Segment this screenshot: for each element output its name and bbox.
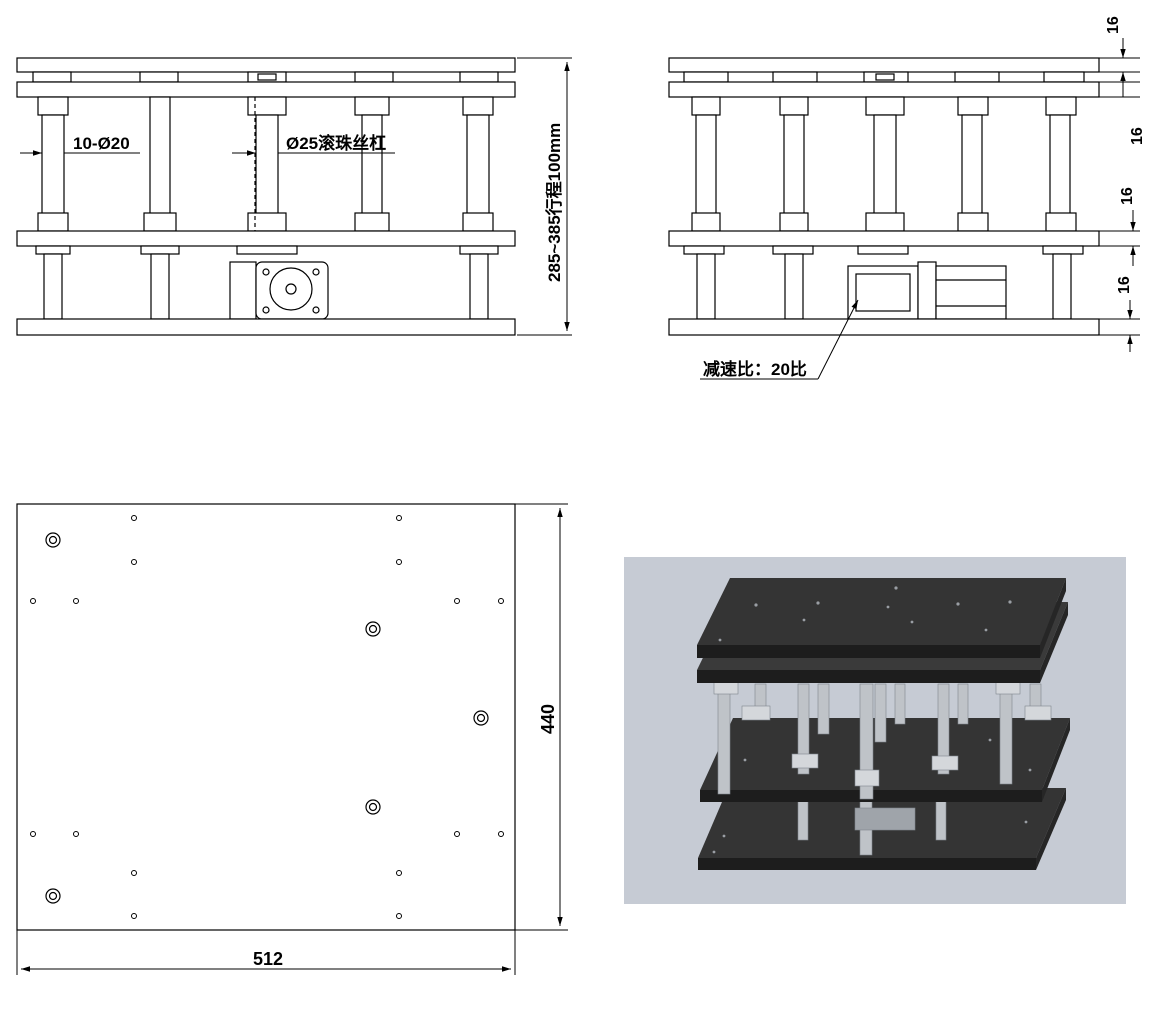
front-spacer-row	[32, 71, 499, 83]
front-gear-motor	[229, 261, 329, 320]
front-lower-bushings	[35, 245, 499, 255]
side-moving-plate	[668, 230, 1100, 247]
front-guide-rods	[41, 96, 490, 216]
front-upper-bushings	[37, 96, 494, 116]
screw-spec-label: Ø25滚珠丝杠	[286, 133, 386, 153]
side-lower-bushings	[683, 245, 1084, 255]
render-top-plate	[697, 578, 1066, 658]
side-guide-rods	[695, 114, 1071, 216]
front-view	[16, 57, 516, 336]
render-lower-rods	[797, 799, 947, 856]
rod-spec-label: 10-Ø20	[73, 134, 130, 153]
dim-moving-plate: 16	[1119, 187, 1136, 205]
top-view-plate	[16, 503, 516, 931]
side-upper-plate	[668, 81, 1100, 98]
front-base-plate	[16, 318, 516, 336]
dim-upper-plate: 16	[1129, 127, 1146, 145]
dim-base-plate: 16	[1116, 276, 1133, 294]
top-view-bolt-holes	[45, 532, 489, 904]
render-view	[624, 557, 1126, 904]
side-gear-motor	[847, 261, 1007, 320]
front-lower-rods	[43, 253, 489, 320]
dim-top-plate: 16	[1105, 16, 1122, 34]
render-upper-rods	[713, 681, 1052, 800]
side-view	[668, 57, 1100, 336]
top-view-dimensions	[16, 503, 568, 975]
front-moving-plate	[16, 230, 516, 247]
top-view	[16, 503, 516, 931]
side-top-plate	[668, 57, 1100, 73]
dim-width-label: 512	[253, 949, 283, 969]
gear-ratio-label: 减速比：20比	[703, 359, 807, 379]
side-base-plate	[668, 318, 1100, 336]
front-top-plate	[16, 57, 516, 73]
render-plate-holes	[712, 586, 1032, 854]
side-mid-bushings	[691, 212, 1077, 232]
side-lower-rods	[696, 253, 1072, 320]
dim-depth-label: 440	[538, 704, 558, 734]
side-upper-bushings	[691, 96, 1077, 116]
top-view-small-holes	[30, 515, 504, 919]
front-upper-plate	[16, 81, 516, 98]
front-mid-bushings	[37, 212, 494, 232]
front-annotations	[20, 57, 572, 336]
stroke-height-label: 285~385行程100mm	[544, 123, 564, 282]
side-dimensions	[700, 38, 1140, 380]
side-spacer-row	[683, 71, 1085, 83]
